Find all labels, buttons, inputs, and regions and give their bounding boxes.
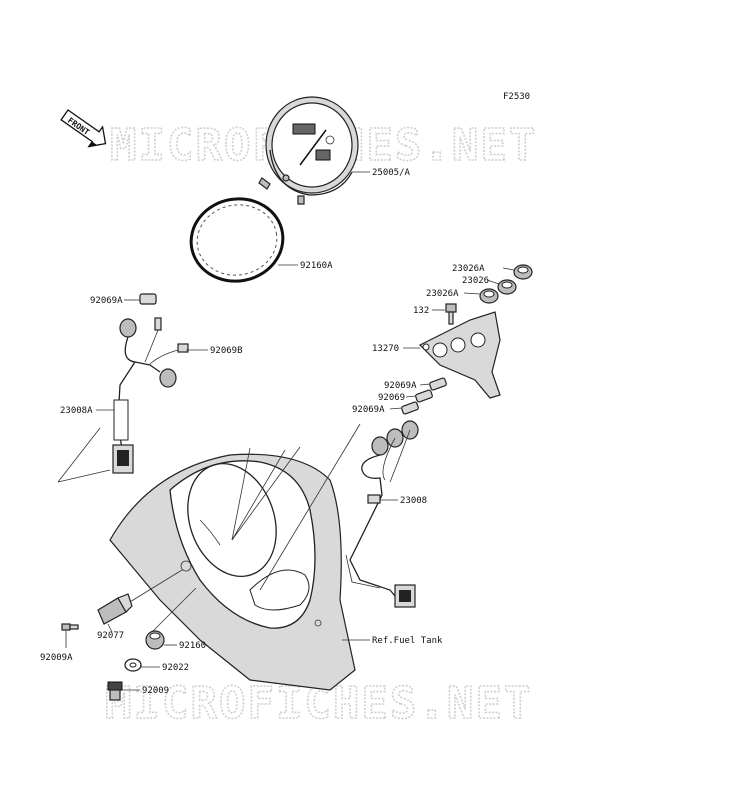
label-92069B: 92069B (210, 346, 243, 356)
label-25005A: 25005/A (372, 168, 411, 178)
meter-panel-cover (109, 453, 356, 691)
front-arrow-icon: FRONT (60, 109, 107, 148)
screw-92009 (107, 681, 123, 701)
gasket-ring-92160A (189, 197, 285, 283)
label-23026: 23026 (462, 276, 489, 286)
bulb-socket-92077 (97, 593, 133, 625)
label-92077: 92077 (97, 631, 124, 641)
label-92160A: 92160A (300, 261, 333, 271)
label-ref-fuel-tank: Ref.Fuel Tank (372, 636, 443, 646)
label-92069A-r2: 92069A (352, 405, 385, 415)
label-92160: 92160 (179, 641, 206, 651)
label-92069A-r1: 92069A (384, 381, 417, 391)
diagram-code: F2530 (503, 92, 530, 102)
label-23008A: 23008A (60, 406, 93, 416)
label-23008: 23008 (400, 496, 427, 506)
label-92022: 92022 (162, 663, 189, 673)
indicator-cap-23026A-low (479, 288, 499, 304)
indicator-cap-23026 (497, 279, 517, 295)
washer-92022 (124, 658, 142, 672)
indicator-cap-23026A-top (513, 264, 533, 280)
speedometer-25005A (258, 96, 359, 205)
screw-92009A (61, 623, 79, 631)
bolt-132 (445, 303, 457, 325)
label-23026A-low: 23026A (426, 289, 459, 299)
harness-23008A (112, 317, 189, 474)
label-92069A-left: 92069A (90, 296, 123, 306)
label-92069: 92069 (378, 393, 405, 403)
gasket-92069A-left (139, 293, 157, 305)
label-13270: 13270 (372, 344, 399, 354)
label-132: 132 (413, 306, 429, 316)
label-23026A-top: 23026A (452, 264, 485, 274)
grommet-92160 (145, 630, 165, 650)
bracket-13270 (418, 311, 501, 399)
gaskets-right (401, 377, 447, 415)
label-92009A: 92009A (40, 653, 73, 663)
harness-23008 (345, 420, 419, 608)
label-92009: 92009 (142, 686, 169, 696)
